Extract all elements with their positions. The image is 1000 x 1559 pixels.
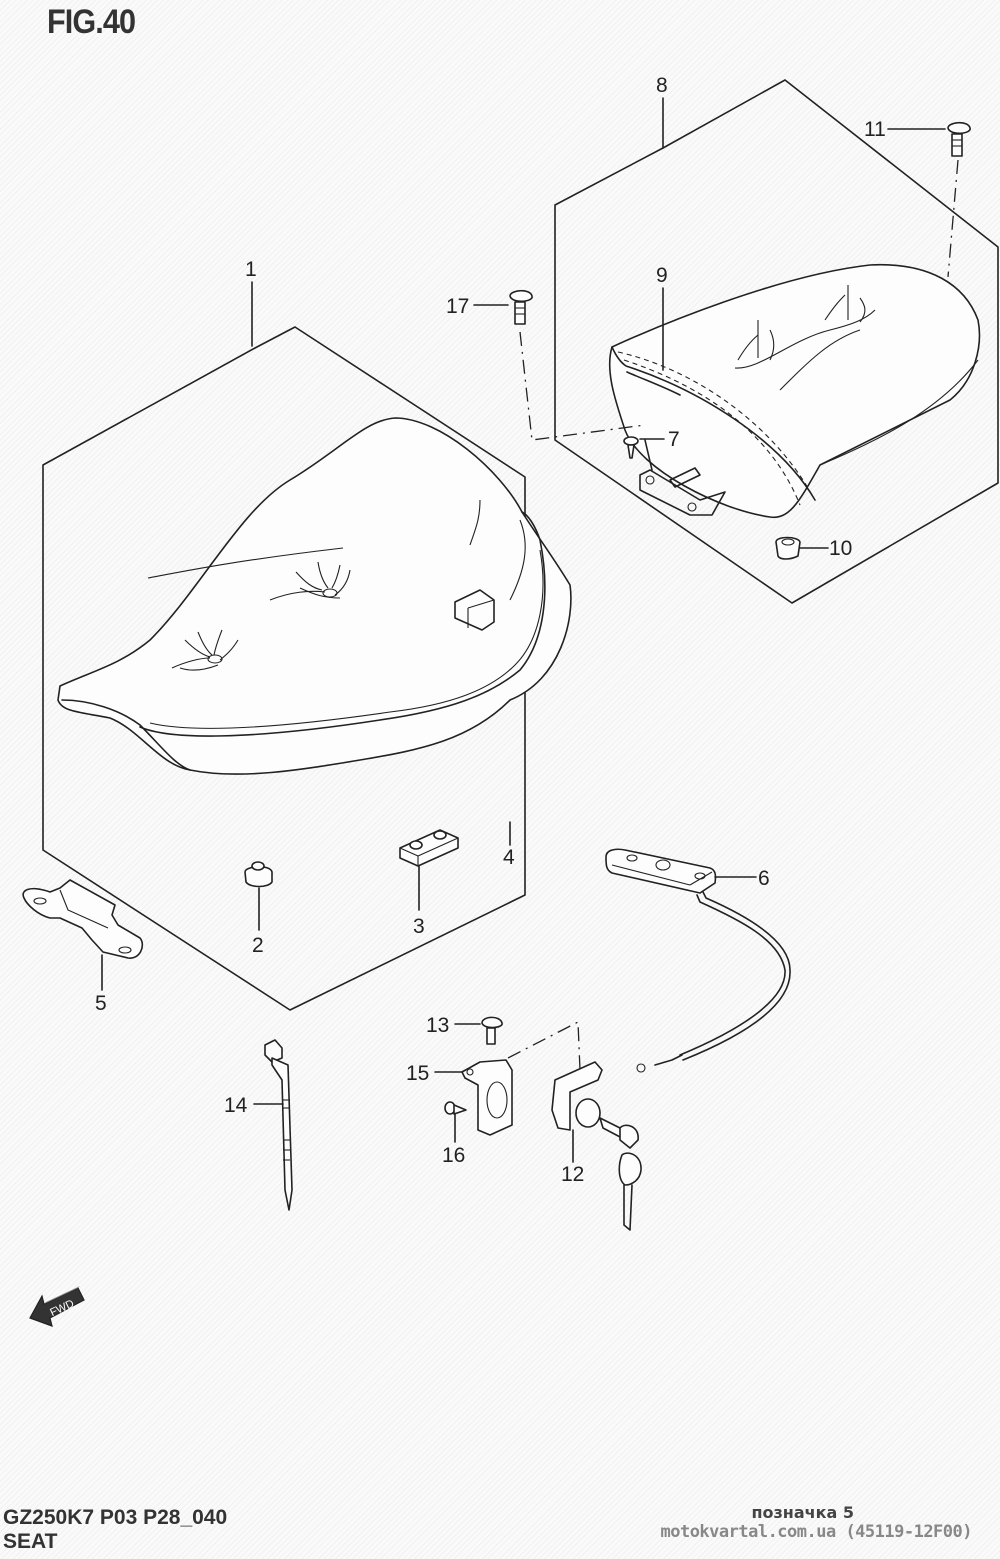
bolt-icon	[481, 1016, 503, 1045]
callout-15: 15	[406, 1062, 429, 1085]
section-name: SEAT	[3, 1530, 58, 1553]
callout-6: 6	[758, 867, 770, 890]
callout-17: 17	[446, 295, 469, 318]
pillion-seat-drawing	[608, 263, 981, 519]
forward-direction-arrow-icon: FWD	[29, 1286, 85, 1327]
callout-2: 2	[252, 934, 264, 957]
callout-14: 14	[224, 1094, 248, 1117]
callout-8: 8	[656, 74, 668, 97]
bolt-icon	[947, 121, 971, 157]
bracket-icon	[22, 879, 144, 959]
callout-9: 9	[656, 264, 668, 287]
lock-cable-icon	[605, 848, 791, 1073]
screw-icon	[623, 436, 639, 459]
cushion-icon	[244, 861, 273, 888]
callout-11: 11	[864, 118, 886, 141]
callout-12: 12	[561, 1163, 584, 1186]
callout-1: 1	[245, 258, 257, 281]
lock-bracket-icon	[461, 1059, 513, 1136]
source-text: motokvartal.com.ua (45119-12F00)	[660, 1522, 972, 1542]
reference-label: позначка 5	[751, 1503, 854, 1522]
seat-lock-icon	[551, 1061, 642, 1231]
footer-reference: позначка 5 motokvartal.com.ua (45119-12F…	[660, 1503, 972, 1542]
callout-4: 4	[503, 846, 515, 869]
callout-3: 3	[413, 915, 425, 938]
callout-5: 5	[95, 992, 107, 1015]
callout-10: 10	[829, 537, 852, 560]
model-code: GZ250K7 P03 P28_040	[3, 1506, 228, 1529]
cable-tie-icon	[264, 1039, 293, 1211]
figure-title: FIG.40	[47, 3, 136, 41]
callout-13: 13	[426, 1014, 449, 1037]
nut-icon	[775, 536, 801, 560]
main-seat-group-outline	[42, 281, 526, 1011]
callout-16: 16	[442, 1144, 465, 1167]
footer-model-info: GZ250K7 P03 P28_040 SEAT	[3, 1506, 227, 1554]
screw-icon	[444, 1101, 467, 1115]
holder-icon	[399, 829, 459, 867]
main-seat-drawing	[57, 417, 572, 775]
callout-7: 7	[668, 428, 680, 451]
bolt-icon	[509, 289, 533, 325]
pillion-seat-group-outline	[554, 79, 999, 604]
